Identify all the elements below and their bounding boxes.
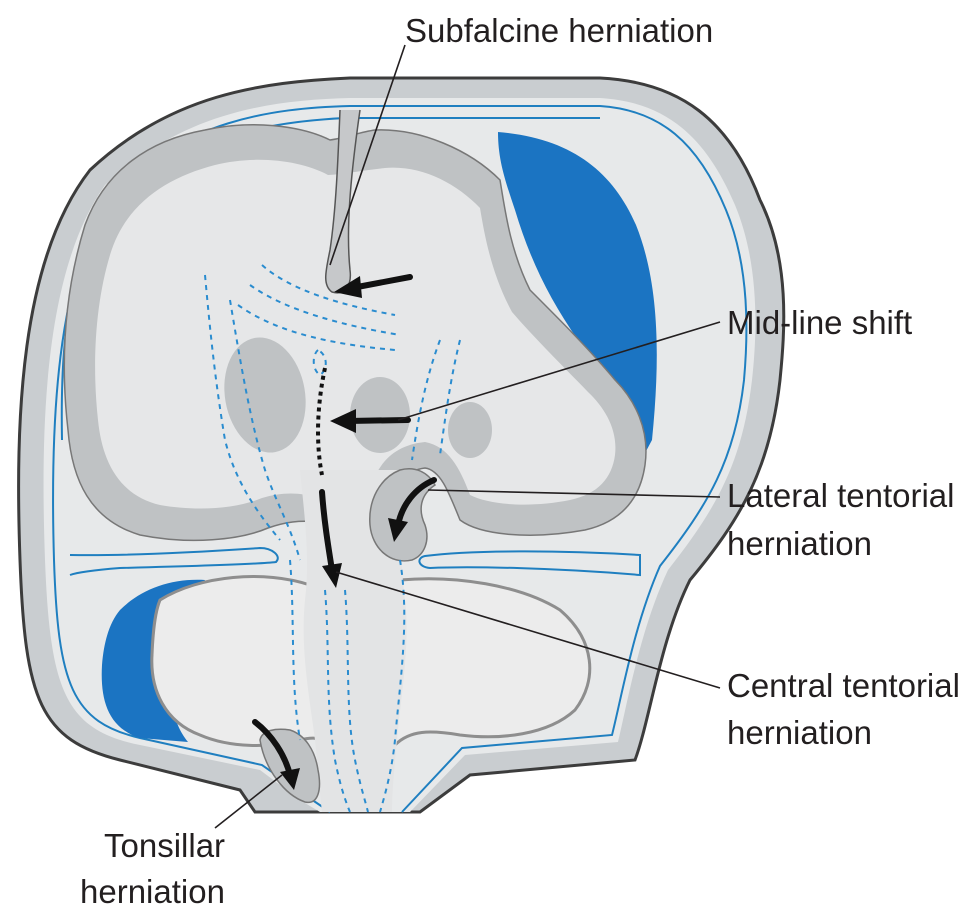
central-tentorial-label-line1: Central tentorial [727, 667, 960, 704]
subfalcine-label: Subfalcine herniation [405, 12, 713, 49]
midline-label: Mid-line shift [727, 304, 912, 341]
lateral-tentorial-label-line1: Lateral tentorial [727, 477, 954, 514]
tonsillar-label-line2: herniation [80, 873, 225, 910]
right-temporal-shape [448, 402, 492, 458]
right-basal-ganglia [350, 377, 410, 453]
lateral-tentorial-label-line2: herniation [727, 525, 872, 562]
central-tentorial-label-line2: herniation [727, 714, 872, 751]
tonsillar-label-line1: Tonsillar [104, 827, 225, 864]
